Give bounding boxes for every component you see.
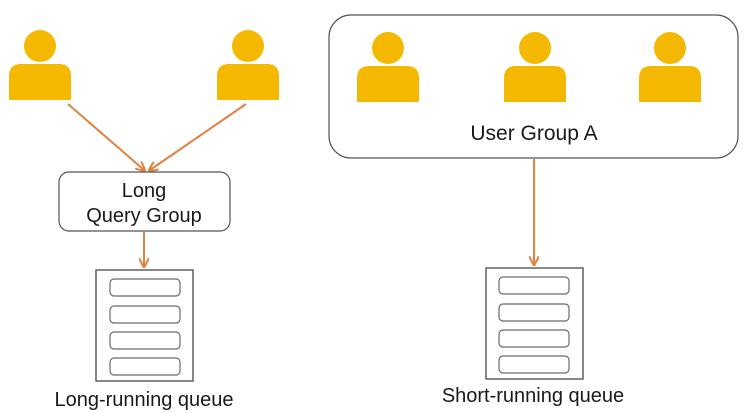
short-running-queue-label: Short-running queue — [442, 385, 624, 407]
long-running-queue-label: Long-running queue — [54, 389, 233, 411]
arrow-user1-to-long-group — [67, 103, 144, 170]
long-query-group-box — [58, 171, 231, 232]
long-running-queue-server-rack-icon — [95, 269, 194, 382]
user-person-icon-left-1 — [9, 30, 71, 100]
long-query-group-label-line1: Long — [122, 180, 167, 202]
long-query-group-label-line2: Query Group — [86, 205, 202, 227]
user-group-a-label: User Group A — [470, 122, 597, 145]
short-running-queue-server-rack-icon — [485, 267, 584, 380]
arrow-user2-to-long-group — [150, 103, 247, 170]
user-person-icon-left-2 — [217, 30, 279, 100]
